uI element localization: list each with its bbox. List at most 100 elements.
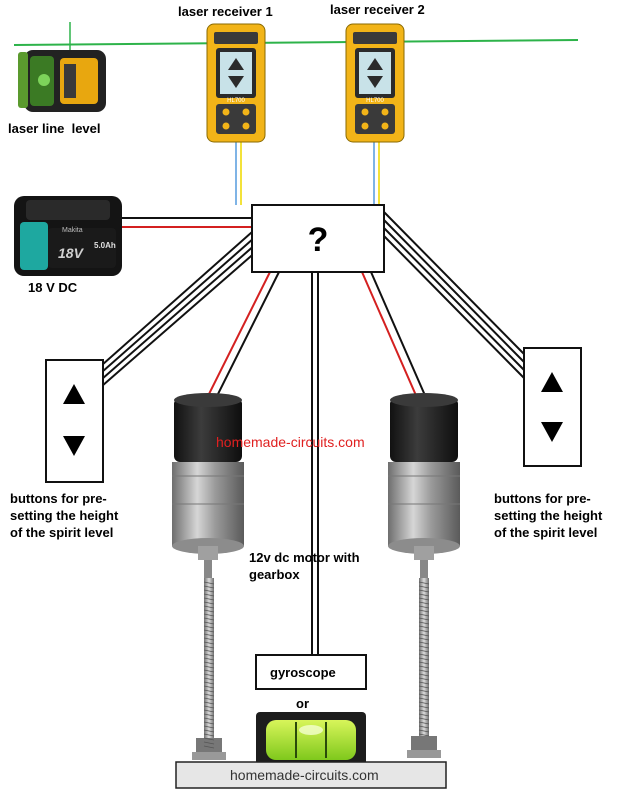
rod-thread-line [203,633,215,637]
rod-thread-line [418,725,430,729]
rod-thread-line [203,629,215,633]
rod-thread-line [203,741,215,745]
rod-threads [203,581,430,749]
rod-thread-line [203,581,215,585]
right-caption-line-2: setting the height [494,508,603,523]
rod-thread-line [203,693,215,697]
left-buttons-cable [101,231,259,387]
rod-thread-line [203,637,215,641]
rod-thread-line [418,609,430,613]
rod-thread-line [203,737,215,741]
motor-caption-line-2: gearbox [249,567,300,582]
rod-thread-line [203,709,215,713]
rod-thread-line [418,637,430,641]
rod-thread-line [418,669,430,673]
rod-thread-line [203,673,215,677]
rod-thread-line [418,701,430,705]
rod-thread-line [203,733,215,737]
laser-line-level-device [18,50,106,112]
motor-caption-line-1: 12v dc motor with [249,550,360,565]
rod-thread-line [203,617,215,621]
right-up-arrow-icon [541,372,563,392]
rod-thread-line [203,745,215,749]
rod-thread-line [203,685,215,689]
base-platform [175,761,447,789]
rod-thread-line [203,609,215,613]
battery-label: 18 V DC [28,280,78,295]
rod-thread-line [418,673,430,677]
rod-thread-line [418,589,430,593]
left-caption-line-3: of the spirit level [10,525,114,540]
rod-thread-line [418,601,430,605]
rod-thread-line [203,657,215,661]
rod-thread-line [418,645,430,649]
rod-thread-line [418,705,430,709]
rod-thread-line [203,653,215,657]
rod-thread-line [203,601,215,605]
rod-thread-line [418,657,430,661]
right-down-arrow-icon [541,422,563,442]
rod-thread-line [418,597,430,601]
receiver-2-model: HL700 [366,98,384,104]
rod-thread-line [203,705,215,709]
left-threaded-rod [192,578,226,760]
battery-capacity: 5.0Ah [94,241,116,250]
rod-thread-line [418,613,430,617]
rod-thread-line [418,713,430,717]
rod-thread-line [418,697,430,701]
rod-thread-line [418,653,430,657]
rod-thread-line [203,729,215,733]
rod-thread-line [203,649,215,653]
left-dc-motor [172,393,244,578]
receiver-1-model: HL700 [227,98,245,104]
left-caption-line-2: setting the height [10,508,119,523]
rod-thread-line [203,661,215,665]
spirit-level-vial [256,712,366,768]
motor-caption: 12v dc motor with gearbox [249,549,360,583]
laser-beam-horizontal [13,39,579,46]
rod-thread-line [203,589,215,593]
rod-thread-line [418,641,430,645]
right-caption-line-3: of the spirit level [494,525,598,540]
or-label: or [296,696,309,711]
rod-thread-line [418,709,430,713]
watermark-bottom: homemade-circuits.com [230,767,379,783]
rod-thread-line [418,665,430,669]
rod-thread-line [418,733,430,737]
rod-thread-line [203,721,215,725]
right-motor-wires [361,271,428,401]
rod-thread-line [203,625,215,629]
gyroscope-box [255,654,367,690]
controller-box [251,204,385,273]
rod-thread-line [418,689,430,693]
rod-thread-line [418,629,430,633]
right-threaded-rod [407,578,441,758]
battery-wires [120,217,252,228]
rod-thread-line [418,677,430,681]
rod-thread-line [418,717,430,721]
left-motor-wires [205,271,280,401]
rod-thread-line [418,585,430,589]
laser-level-label: laser line level [8,121,101,136]
rod-thread-line [418,649,430,653]
rod-thread-line [203,585,215,589]
rod-thread-line [418,625,430,629]
rod-thread-line [418,593,430,597]
left-caption-line-1: buttons for pre- [10,491,107,506]
right-caption-line-1: buttons for pre- [494,491,591,506]
rod-thread-line [418,605,430,609]
controller-question-mark: ? [308,221,329,259]
battery-pack: Makita 18V 5.0Ah [14,196,122,276]
rod-thread-line [418,581,430,585]
watermark-center: homemade-circuits.com [216,434,365,450]
rod-thread-line [418,729,430,733]
laser-receiver-2: HL700 [345,23,405,143]
receiver-2-label: laser receiver 2 [330,2,425,17]
rod-thread-line [203,641,215,645]
left-buttons-caption: buttons for pre- setting the height of t… [10,490,118,541]
rod-thread-line [418,721,430,725]
rod-thread-line [203,701,215,705]
rod-thread-line [418,685,430,689]
receiver-2-cable [373,140,380,205]
